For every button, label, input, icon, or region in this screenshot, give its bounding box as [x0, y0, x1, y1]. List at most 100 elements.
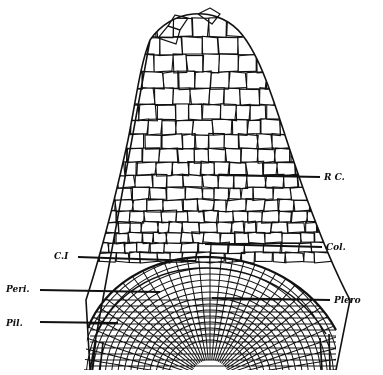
cap-cell — [136, 162, 157, 176]
cap-cell — [260, 119, 280, 136]
cap-cell — [338, 134, 351, 149]
cap-cell — [273, 36, 292, 56]
cap-cell — [304, 252, 315, 263]
cap-cell — [231, 120, 248, 136]
cap-cell — [112, 134, 127, 149]
cap-cell — [309, 120, 324, 136]
cap-cell — [264, 232, 282, 243]
cap-cell — [238, 54, 256, 71]
cap-cell — [98, 134, 114, 150]
cap-cell — [285, 252, 304, 262]
cap-cell — [203, 232, 221, 243]
cap-cell — [153, 88, 173, 105]
cap-cell — [84, 88, 102, 105]
cap-cell — [135, 174, 153, 187]
cap-cell — [304, 135, 317, 149]
cap-cell — [173, 18, 193, 36]
cap-cell — [142, 71, 164, 89]
cap-cell — [246, 176, 267, 188]
cap-cell — [179, 71, 195, 90]
cap-cell — [98, 174, 117, 187]
cap-cell — [92, 148, 112, 163]
label-rc: R C. — [323, 173, 345, 183]
cap-cell — [346, 174, 364, 187]
cap-cell — [80, 149, 93, 162]
leader-peri — [40, 290, 160, 292]
cap-cell — [257, 134, 273, 150]
cap-cell — [303, 71, 319, 88]
cap-cell — [340, 210, 356, 222]
cap-cell — [169, 221, 183, 233]
cap-cell — [309, 187, 324, 200]
cap-cell — [81, 243, 92, 254]
cap-cell — [214, 162, 229, 176]
cap-cell — [229, 162, 247, 174]
cap-cell — [320, 148, 339, 163]
cap-cell — [247, 120, 261, 134]
leader-pil — [40, 322, 118, 323]
cap-cell — [356, 243, 370, 253]
cap-cell — [81, 199, 98, 212]
cap-cell — [290, 211, 307, 223]
cap-cell — [282, 72, 304, 89]
cap-cell — [195, 135, 209, 150]
cap-cell — [339, 187, 359, 200]
cap-cell — [82, 17, 102, 37]
cap-cell — [318, 134, 339, 148]
cap-cell — [195, 71, 212, 89]
cap-cell — [333, 71, 356, 88]
cap-cell — [249, 105, 266, 121]
cap-cell — [283, 17, 298, 37]
cap-cell — [348, 252, 367, 261]
cap-cell — [80, 120, 94, 135]
cap-cell — [318, 71, 333, 89]
cap-cell — [189, 104, 202, 120]
cap-cell — [181, 36, 203, 54]
cap-cell — [265, 18, 282, 38]
cap-cell — [115, 188, 133, 200]
cap-cell — [85, 210, 104, 222]
cap-cell — [357, 104, 375, 121]
cap-cell — [337, 105, 359, 121]
cap-cell — [272, 54, 292, 72]
cap-cell — [323, 119, 340, 135]
cap-cell — [247, 17, 265, 36]
cap-cell — [145, 135, 162, 149]
cap-cell — [157, 222, 170, 234]
cap-cell — [155, 105, 175, 119]
cap-cell — [101, 89, 116, 104]
cap-cell — [282, 104, 301, 121]
cap-cell — [93, 221, 107, 233]
cap-cell — [224, 134, 239, 149]
label-ci: C.I — [54, 252, 69, 262]
cap-cell — [348, 36, 366, 55]
cap-cell — [104, 104, 124, 120]
cap-cell — [357, 211, 372, 223]
cap-cell — [300, 104, 321, 119]
cap-cell — [83, 162, 96, 175]
cap-cell — [323, 187, 341, 200]
cap-cell — [329, 54, 349, 72]
cap-cell — [320, 18, 342, 37]
cap-cell — [173, 88, 190, 104]
cap-cell — [241, 148, 258, 162]
cap-cell — [326, 232, 341, 243]
meristem-file — [61, 368, 191, 375]
cap-cell — [202, 189, 214, 200]
cap-cell — [218, 174, 234, 188]
cap-cell — [308, 88, 328, 104]
cap-cell — [210, 71, 230, 89]
root-cap-cells — [80, 17, 379, 263]
cap-cell — [128, 232, 142, 243]
cap-cell — [115, 200, 134, 211]
cap-cell — [83, 55, 99, 72]
cap-cell — [287, 223, 305, 233]
cap-cell — [274, 148, 291, 162]
cap-cell — [309, 36, 326, 55]
cap-cell — [319, 104, 338, 120]
cap-cell — [273, 88, 289, 105]
cap-cell — [332, 253, 349, 262]
cap-cell — [93, 119, 114, 135]
cap-cell — [176, 104, 189, 121]
